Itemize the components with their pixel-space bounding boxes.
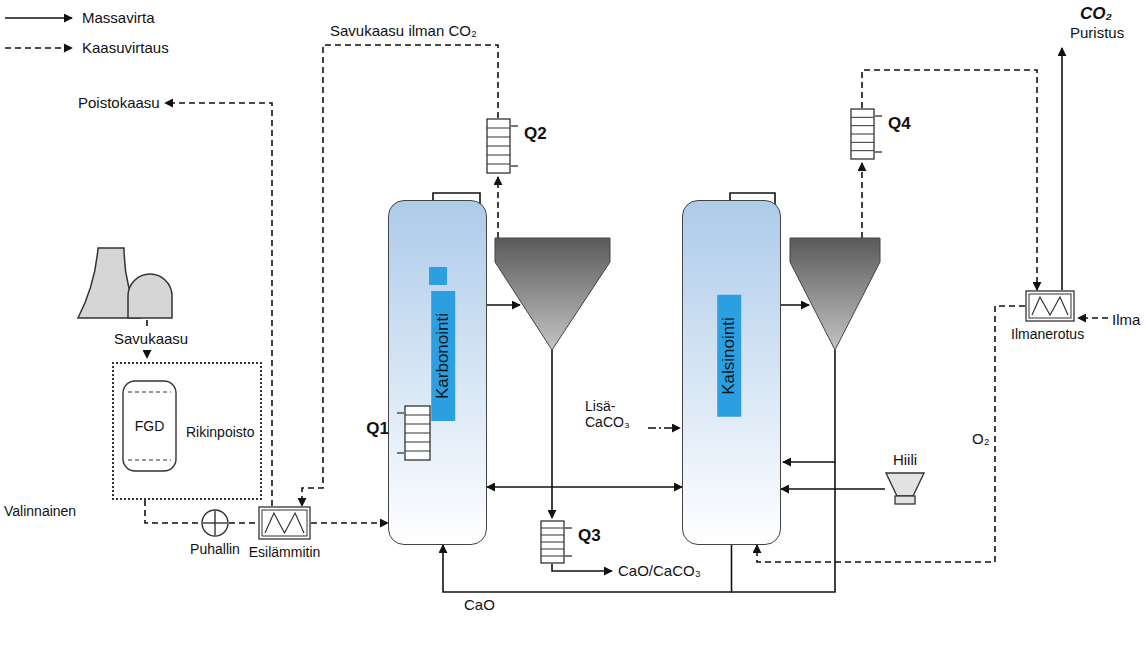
node-label: Ilmanerotus: [1011, 326, 1084, 342]
heat-exchanger-symbol: [258, 506, 311, 540]
coil-symbol: [486, 118, 518, 174]
gas-flow-connector: [145, 500, 201, 523]
makeup-line: [648, 427, 680, 429]
power-plant-icon: [78, 248, 172, 318]
fan-symbol: [201, 509, 229, 537]
callout-number: Q4: [888, 114, 911, 134]
node-label: Hiili: [893, 451, 917, 468]
gas-line: [861, 163, 863, 238]
scrubber-node: FGD: [122, 380, 177, 472]
reactor-vessel: Kalsinointi: [682, 200, 781, 545]
solids-line: [783, 461, 835, 463]
gas-line: [497, 177, 499, 238]
node-label: FGD: [135, 418, 165, 434]
text-label: Lisä- CaCO₃: [585, 398, 647, 430]
exhaust-line: [165, 103, 272, 506]
node-label: Rikinpoisto: [186, 424, 254, 440]
gas-flow-connector: [229, 522, 258, 524]
mass-flow-connector: [443, 545, 732, 592]
heat-exchanger: Esilämmitin: [258, 506, 311, 540]
flow-lines: [147, 48, 1108, 592]
co2-line: [1061, 48, 1063, 290]
text-label: Puristus: [1070, 24, 1124, 41]
heat-coil: Q3: [540, 520, 572, 564]
cyclone: [790, 238, 880, 350]
coil-symbol: [540, 520, 572, 564]
node-label: Puhallin: [190, 541, 240, 557]
process-group: Rikinpoisto FGD: [112, 362, 262, 500]
coal-hopper: [885, 472, 925, 506]
gas-flow-connector: [757, 306, 1025, 562]
text-label: CaO/CaCO₃: [618, 562, 701, 579]
coil-symbol: [850, 108, 882, 160]
cyclone: [495, 238, 610, 350]
hopper-node: Hiili: [885, 472, 925, 506]
heat-coil: Q2: [486, 118, 518, 174]
edge-label: Savukaasu ilman CO₂: [328, 22, 479, 39]
gas-flow-sample: [5, 47, 72, 49]
heat-coil: Q1: [397, 405, 431, 461]
heat-coil: Q4: [850, 108, 882, 160]
node-label: Esilämmitin: [249, 544, 321, 560]
callout-number: Q2: [524, 124, 547, 144]
text-label: Savukaasu: [112, 330, 190, 347]
text-label: CO₂: [1080, 4, 1112, 24]
callout-number: Q1: [366, 419, 389, 439]
gas-flow-connector: [862, 70, 1037, 290]
node-label: Kalsinointi: [717, 295, 741, 417]
mass-flow-connector: [487, 486, 682, 488]
text-label: Ilma: [1112, 311, 1140, 328]
reactor-dome: [128, 274, 172, 318]
fan-node: Puhallin: [201, 509, 229, 537]
marker-square: [429, 267, 447, 285]
callout-number: Q3: [578, 526, 601, 546]
legend-label: Kaasuvirtaus: [82, 39, 169, 56]
purge-line: [552, 564, 612, 571]
reactor-vessel: Karbonointi: [388, 200, 487, 545]
legend-label: Massavirta: [82, 9, 155, 26]
node-label: Karbonointi: [431, 291, 455, 421]
heat-exchanger: Ilmanerotus: [1025, 290, 1075, 322]
edge-label: O₂: [970, 430, 992, 447]
solids-line: [551, 350, 553, 518]
edge-label: CaO: [462, 596, 497, 613]
coil-symbol: [397, 405, 431, 461]
gas-flow-connector: [311, 522, 388, 524]
text-label: Poistokaasu: [78, 94, 160, 111]
mass-flow-connector: [781, 488, 885, 490]
mass-flow-sample: [5, 17, 72, 19]
heat-exchanger-symbol: [1025, 290, 1075, 322]
text-label: Valinnainen: [4, 503, 76, 519]
legend-samples: [5, 18, 72, 48]
air-line: [1078, 317, 1108, 319]
